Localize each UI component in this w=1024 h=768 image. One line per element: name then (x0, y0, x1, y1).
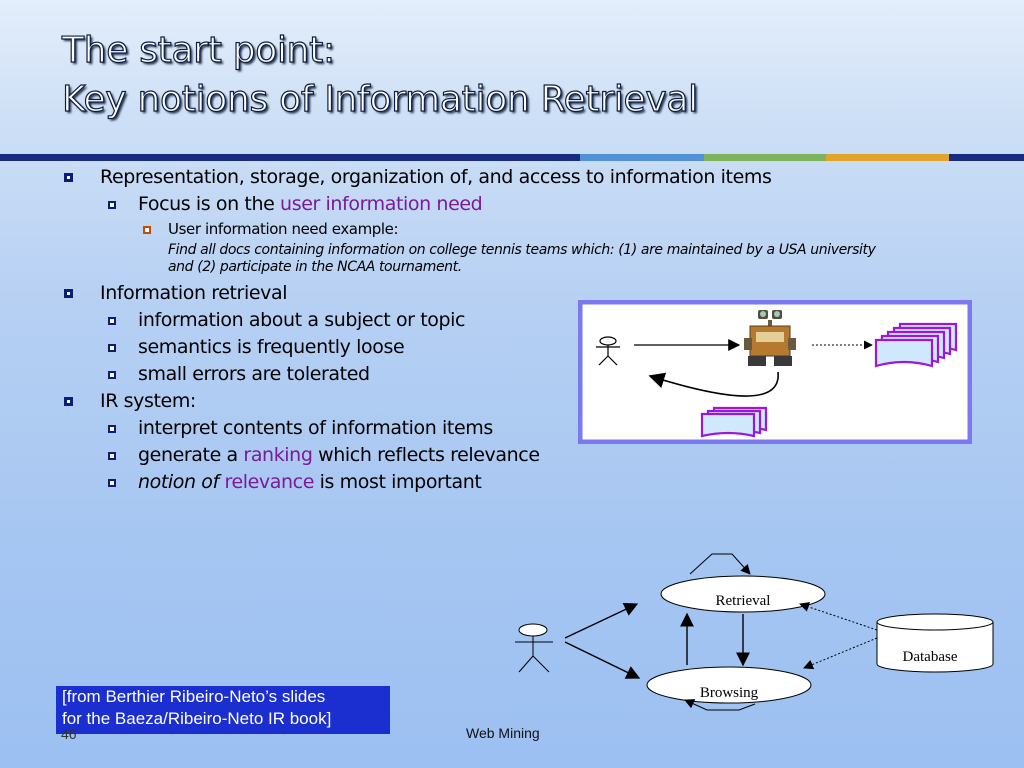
sub-bullet-ranking: generate a ranking which reflects releva… (100, 442, 962, 469)
highlight-user-information-need: user information need (280, 193, 483, 215)
bullet-text: IR system: (100, 390, 196, 412)
square-bullet-icon (64, 173, 73, 182)
divider-segment-5 (949, 154, 1024, 161)
retrieval-browsing-diagram: Retrieval Browsing Database (515, 553, 994, 711)
square-bullet-icon (108, 344, 116, 352)
user-stick-figure-icon (596, 336, 620, 366)
sub-bullet: semantics is frequently loose (100, 334, 962, 361)
database-label: Database (903, 649, 958, 665)
sub-bullet-focus: Focus is on the user information need Us… (100, 191, 962, 276)
sub-bullet-prefix: generate a (138, 444, 244, 466)
sub-bullet-text: semantics is frequently loose (138, 336, 405, 358)
sub-bullet-text: small errors are tolerated (138, 363, 370, 385)
sub-bullet-prefix: Focus is on the (138, 193, 281, 215)
sub-bullet: interpret contents of information items (100, 415, 962, 442)
browsing-label: Browsing (700, 685, 759, 701)
sub-bullet: small errors are tolerated (100, 361, 962, 388)
square-bullet-icon (143, 226, 151, 234)
square-bullet-icon (108, 452, 116, 460)
retrieval-node (660, 575, 826, 613)
document-stack-icon (874, 322, 958, 368)
robot-icon (744, 310, 796, 366)
bullet-information-retrieval: Information retrieval information about … (62, 280, 962, 388)
citation-box: [from Berthier Ribeiro-Neto’s slides for… (56, 686, 390, 734)
user-stick-figure-icon (515, 623, 553, 673)
square-bullet-icon (108, 371, 116, 379)
database-cylinder-icon (876, 613, 994, 673)
title-line-1: The start point: (61, 29, 335, 71)
small-document-stack-icon (700, 406, 768, 438)
page-number: 46 (61, 726, 77, 742)
user-to-retrieval-arrow (564, 603, 639, 639)
sub-sub-bullet-example: User information need example: Find all … (138, 218, 962, 276)
example-query-text: Find all docs containing information on … (168, 242, 876, 275)
bullet-list: Representation, storage, organization of… (62, 164, 962, 496)
citation-line-2: for the Baeza/Ribeiro-Neto IR book] (62, 709, 332, 728)
ir-process-diagram (578, 300, 972, 444)
square-bullet-icon (108, 479, 116, 487)
sub-bullet: information about a subject or topic (100, 307, 962, 334)
retrieval-label: Retrieval (716, 593, 771, 609)
sub-bullet-suffix: is most important (314, 471, 482, 493)
sub-bullet-text: information about a subject or topic (138, 309, 466, 331)
divider-segment-2 (580, 154, 704, 161)
slide-title: The start point: Key notions of Informat… (61, 26, 698, 124)
sub-bullet-relevance: notion of relevance is most important (100, 469, 962, 496)
square-bullet-icon (64, 289, 73, 298)
highlight-ranking: ranking (243, 444, 313, 466)
divider-segment-3 (704, 154, 826, 161)
user-to-browsing-arrow (564, 641, 641, 679)
square-bullet-icon (108, 425, 116, 433)
retrieval-loop-arrow (689, 553, 751, 575)
footer-text: Web Mining (466, 725, 540, 741)
bullet-text: Information retrieval (100, 282, 288, 304)
title-line-2: Key notions of Information Retrieval (61, 78, 698, 120)
square-bullet-icon (64, 397, 73, 406)
bullet-representation: Representation, storage, organization of… (62, 164, 962, 276)
highlight-relevance: relevance (224, 471, 314, 493)
database-to-retrieval-arrow (799, 602, 878, 631)
divider-segment-1 (0, 154, 580, 161)
bullet-ir-system: IR system: interpret contents of informa… (62, 388, 962, 496)
feedback-arrow (648, 371, 779, 397)
sub-bullet-prefix: notion of (138, 471, 225, 493)
divider-segment-4 (826, 154, 949, 161)
browsing-node (646, 666, 812, 704)
citation-line-1: [from Berthier Ribeiro-Neto’s slides (62, 687, 326, 706)
bullet-text: Representation, storage, organization of… (100, 166, 772, 188)
sub-bullet-text: interpret contents of information items (138, 417, 493, 439)
square-bullet-icon (108, 317, 116, 325)
browsing-loop-arrow (684, 699, 756, 711)
sub-sub-bullet-text: User information need example: (168, 220, 399, 238)
square-bullet-icon (108, 201, 116, 209)
database-to-browsing-arrow (803, 637, 878, 670)
sub-bullet-suffix: which reflects relevance (312, 444, 540, 466)
